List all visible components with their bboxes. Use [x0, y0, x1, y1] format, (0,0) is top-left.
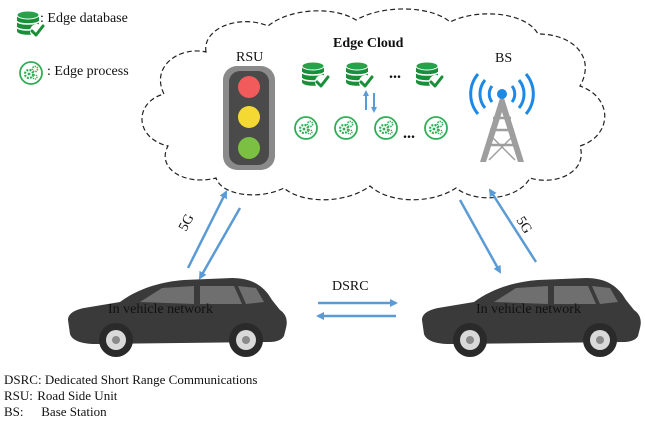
bs-cell-tower-icon	[469, 73, 535, 162]
glossary-item-dsrc: DSRC: Dedicated Short Range Communicatio…	[4, 372, 257, 387]
database-ellipsis: ...	[389, 65, 401, 82]
dsrc-label: DSRC	[332, 279, 369, 294]
uplink-arrow-left	[186, 190, 228, 269]
bs-label: BS	[495, 51, 513, 66]
legend-process-label: : Edge process	[47, 64, 129, 79]
rsu-label: RSU	[236, 50, 264, 65]
glossary-key: RSU:	[4, 388, 33, 403]
legend-process-icon	[18, 60, 44, 86]
cloud-process-icon	[423, 115, 449, 141]
uplink-arrow-right	[488, 188, 538, 263]
process-ellipsis: ...	[403, 125, 415, 142]
left-5g-label: 5G	[176, 212, 197, 234]
downlink-arrow-right	[458, 199, 502, 274]
glossary-value: Base Station	[41, 404, 107, 419]
right-5g-label: 5G	[513, 214, 535, 236]
cloud-process-icon	[333, 115, 359, 141]
legend-database-label: : Edge database	[40, 11, 128, 26]
right-vehicle-label: In vehicle network	[476, 302, 581, 317]
glossary-key: BS:	[4, 404, 24, 419]
edge-cloud-title: Edge Cloud	[333, 36, 404, 51]
left-vehicle-label: In vehicle network	[108, 302, 213, 317]
glossary-value: Dedicated Short Range Communications	[44, 372, 258, 387]
glossary-value: Road Side Unit	[37, 388, 118, 403]
downlink-arrow-left	[198, 207, 242, 280]
glossary-key: DSRC:	[4, 372, 42, 387]
rsu-traffic-light-icon	[223, 66, 275, 170]
cloud-process-icon	[373, 115, 399, 141]
glossary-item-rsu: RSU: Road Side Unit	[4, 388, 117, 403]
cloud-process-icon	[293, 115, 319, 141]
glossary-item-bs: BS: Base Station	[4, 404, 107, 419]
